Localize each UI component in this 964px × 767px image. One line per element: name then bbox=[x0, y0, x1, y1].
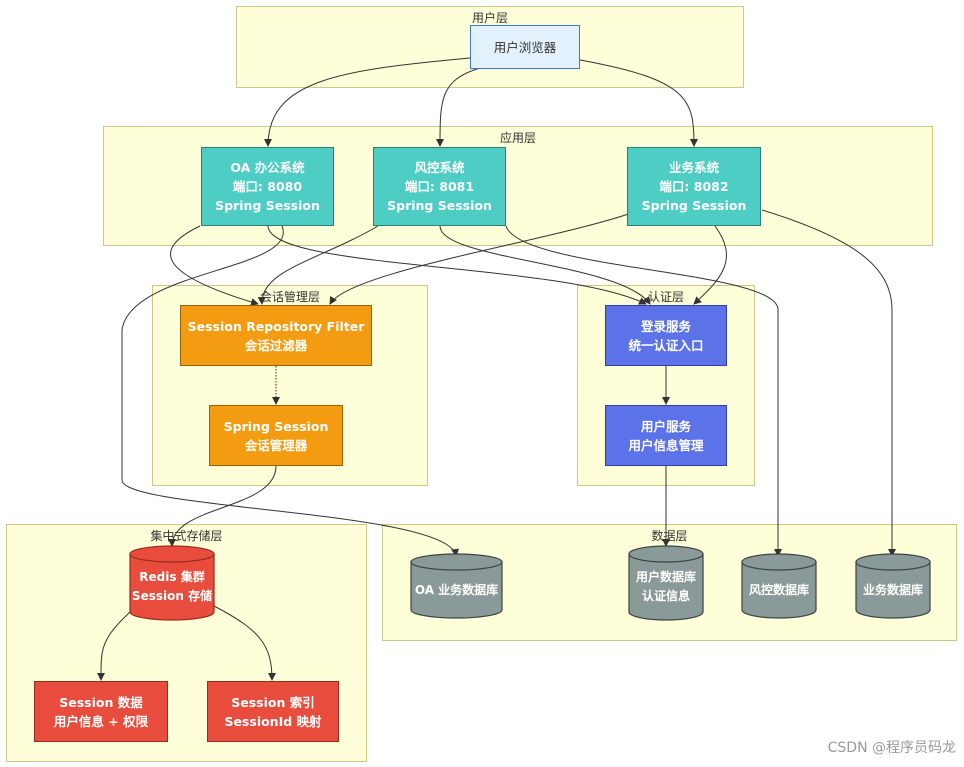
biz-system-port: 端口: 8082 bbox=[659, 179, 729, 194]
session-index-node[interactable]: Session 索引 SessionId 映射 bbox=[207, 681, 339, 742]
oa-system-name: OA 办公系统 bbox=[230, 160, 305, 175]
oa-system-session: Spring Session bbox=[215, 198, 320, 213]
user-db-node[interactable]: 用户数据库 认证信息 bbox=[628, 545, 704, 621]
oa-db-node[interactable]: OA 业务数据库 bbox=[410, 553, 503, 619]
session-data-node[interactable]: Session 数据 用户信息 + 权限 bbox=[34, 681, 168, 742]
session-index-name: Session 索引 bbox=[231, 694, 315, 710]
redis-cluster-desc: Session 存储 bbox=[131, 589, 213, 603]
session-filter-node[interactable]: Session Repository Filter 会话过滤器 bbox=[180, 305, 372, 366]
oa-system-node[interactable]: OA 办公系统 端口: 8080 Spring Session bbox=[201, 147, 334, 226]
session-filter-desc: 会话过滤器 bbox=[244, 337, 308, 353]
redis-cylinder-icon bbox=[129, 545, 215, 621]
risk-db-node[interactable]: 风控数据库 bbox=[741, 553, 817, 619]
user-db-name: 用户数据库 bbox=[635, 570, 696, 584]
session-data-desc: 用户信息 + 权限 bbox=[53, 713, 149, 729]
watermark: CSDN @程序员码龙 bbox=[827, 740, 956, 756]
oa-db-cylinder-icon bbox=[410, 553, 503, 619]
user-browser-label: 用户浏览器 bbox=[493, 39, 557, 55]
edge-biz-bizdb bbox=[761, 209, 896, 557]
user-service-node[interactable]: 用户服务 用户信息管理 bbox=[605, 405, 727, 466]
session-data-name: Session 数据 bbox=[59, 694, 143, 710]
risk-system-session: Spring Session bbox=[387, 198, 492, 213]
session-manager-name: Spring Session bbox=[223, 418, 329, 434]
login-service-node[interactable]: 登录服务 统一认证入口 bbox=[605, 305, 727, 366]
user-service-desc: 用户信息管理 bbox=[628, 437, 704, 453]
biz-db-cylinder-icon bbox=[855, 553, 931, 619]
storage-layer-title: 集中式存储层 bbox=[150, 529, 223, 543]
risk-db-cylinder-icon bbox=[741, 553, 817, 619]
risk-db-label: 风控数据库 bbox=[748, 582, 809, 597]
biz-system-node[interactable]: 业务系统 端口: 8082 Spring Session bbox=[627, 147, 761, 226]
session-manager-node[interactable]: Spring Session 会话管理器 bbox=[209, 405, 343, 466]
user-db-cylinder-icon bbox=[628, 545, 704, 621]
login-service-desc: 统一认证入口 bbox=[628, 337, 704, 353]
redis-cluster-node[interactable]: Redis 集群 Session 存储 bbox=[129, 545, 215, 621]
user-layer-title: 用户层 bbox=[471, 11, 508, 25]
risk-system-port: 端口: 8081 bbox=[404, 179, 475, 194]
biz-system-session: Spring Session bbox=[641, 198, 747, 213]
login-service-name: 登录服务 bbox=[640, 318, 691, 334]
session-index-desc: SessionId 映射 bbox=[224, 713, 322, 729]
oa-system-port: 端口: 8080 bbox=[232, 179, 303, 194]
session-manager-desc: 会话管理器 bbox=[244, 437, 308, 453]
session-layer-title: 会话管理层 bbox=[259, 290, 320, 304]
risk-system-name: 风控系统 bbox=[414, 160, 465, 175]
session-filter-name: Session Repository Filter bbox=[187, 318, 365, 334]
user-browser-node[interactable]: 用户浏览器 bbox=[470, 25, 580, 69]
risk-system-node[interactable]: 风控系统 端口: 8081 Spring Session bbox=[373, 147, 506, 226]
biz-db-node[interactable]: 业务数据库 bbox=[855, 553, 931, 619]
app-layer-title: 应用层 bbox=[499, 131, 536, 145]
auth-layer-title: 认证层 bbox=[647, 290, 684, 304]
biz-db-label: 业务数据库 bbox=[862, 582, 923, 597]
user-db-desc: 认证信息 bbox=[641, 589, 690, 603]
biz-system-name: 业务系统 bbox=[668, 160, 719, 175]
redis-cluster-name: Redis 集群 bbox=[139, 570, 205, 584]
oa-db-label: OA 业务数据库 bbox=[414, 582, 499, 597]
data-layer-title: 数据层 bbox=[651, 529, 688, 543]
user-service-name: 用户服务 bbox=[640, 418, 691, 434]
